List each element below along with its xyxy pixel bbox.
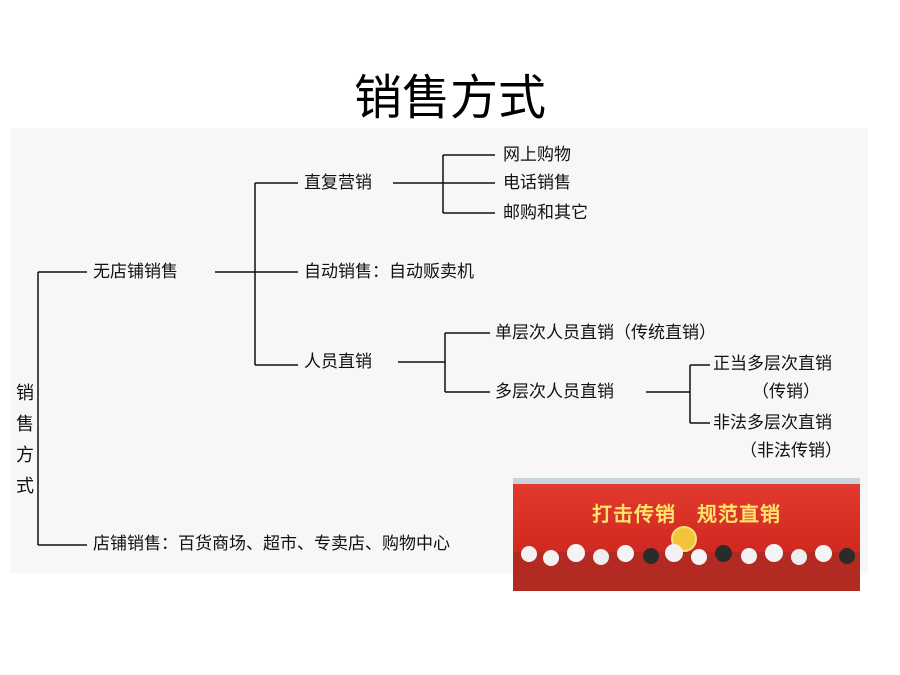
side-label-char: 方: [14, 440, 36, 471]
node-phone: 电话销售: [503, 173, 571, 193]
node-direct-marketing: 直复营销: [304, 173, 372, 193]
node-illegal-multi-note: （非法传销）: [740, 441, 842, 461]
node-multi-level: 多层次人员直销: [495, 382, 614, 402]
side-label: 销 售 方 式: [14, 378, 36, 502]
side-label-char: 销: [14, 378, 36, 409]
side-label-char: 式: [14, 471, 36, 502]
node-no-store: 无店铺销售: [93, 262, 178, 282]
node-online: 网上购物: [503, 145, 571, 165]
node-legit-multi: 正当多层次直销: [713, 354, 832, 374]
photo-banner: 打击传销 规范直销: [513, 498, 860, 527]
node-single-level: 单层次人员直销（传统直销）: [495, 323, 716, 343]
node-illegal-multi: 非法多层次直销: [713, 413, 832, 433]
node-vending: 自动销售：自动贩卖机: [304, 262, 474, 282]
node-legit-multi-note: （传销）: [752, 382, 820, 402]
node-store: 店铺销售：百货商场、超市、专卖店、购物中心: [93, 534, 450, 554]
node-personal-direct: 人员直销: [304, 352, 372, 372]
node-mail: 邮购和其它: [503, 203, 588, 223]
crowd: [513, 552, 860, 591]
side-label-char: 售: [14, 409, 36, 440]
event-photo: 打击传销 规范直销: [513, 478, 860, 591]
